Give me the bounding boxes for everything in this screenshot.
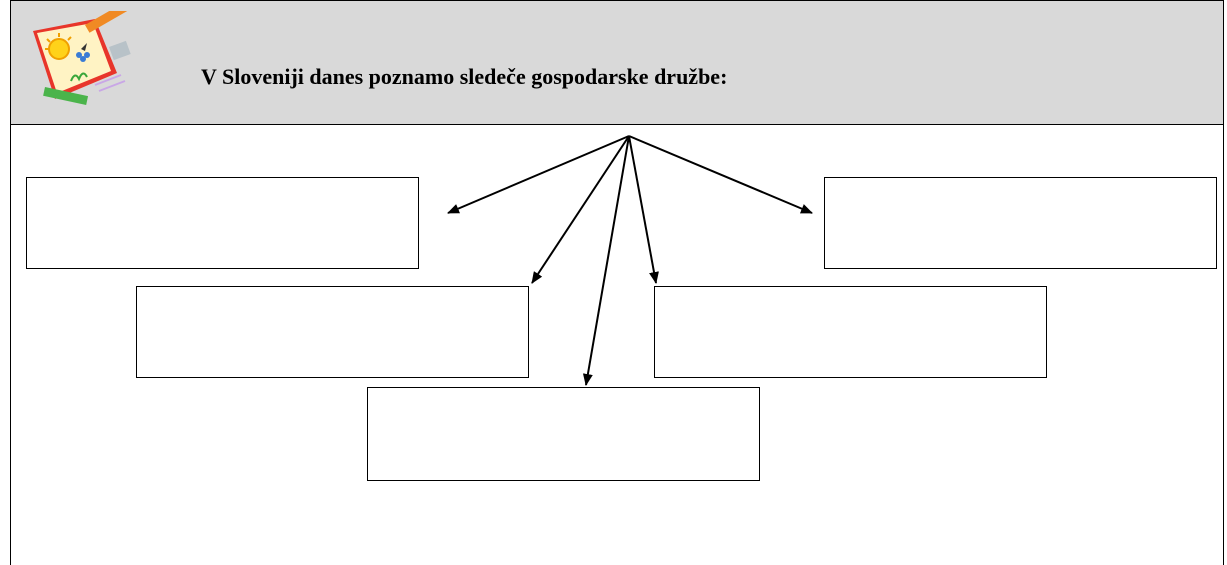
arrow-to-middle-left — [531, 135, 630, 284]
drawing-supplies-icon — [33, 11, 131, 105]
answer-box-top-right[interactable] — [824, 177, 1217, 269]
worksheet-title: V Sloveniji danes poznamo sledeče gospod… — [201, 64, 728, 89]
answer-box-middle-left[interactable] — [136, 286, 529, 378]
answer-box-bottom-center[interactable] — [367, 387, 760, 481]
worksheet-frame: V Sloveniji danes poznamo sledeče gospod… — [10, 0, 1224, 565]
answer-box-top-left[interactable] — [26, 177, 419, 269]
arrow-to-middle-right — [628, 135, 659, 284]
answer-box-middle-right[interactable] — [654, 286, 1047, 378]
arrow-to-top-right — [628, 135, 813, 214]
arrow-to-top-left — [447, 135, 630, 214]
worksheet-header: V Sloveniji danes poznamo sledeče gospod… — [11, 1, 1223, 125]
arrow-to-bottom-center — [582, 135, 630, 386]
